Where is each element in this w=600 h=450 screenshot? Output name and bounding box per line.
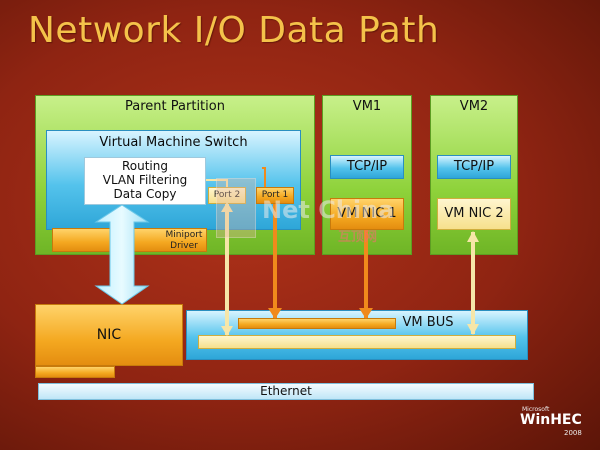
port2-hook	[206, 179, 228, 187]
vm1-tcpip: TCP/IP	[330, 155, 404, 179]
vm-bus-label: VM BUS	[402, 315, 454, 330]
miniport-label-1: Miniport	[165, 230, 203, 240]
vm-bus-orange-channel	[238, 318, 396, 329]
vm2-tcpip-label: TCP/IP	[453, 159, 495, 174]
port1-hook	[262, 167, 266, 187]
slide-title: Network I/O Data Path	[28, 10, 440, 51]
routing-line-3: Data Copy	[113, 187, 177, 201]
port-1-label: Port 1	[261, 190, 289, 200]
ethernet-bar: Ethernet	[38, 383, 534, 400]
nic-box: NIC	[35, 304, 183, 366]
vm-switch-label: Virtual Machine Switch	[99, 135, 248, 150]
vm1-arrow-down	[359, 308, 373, 319]
nic-base	[35, 366, 115, 378]
vm1-nic: VM NIC 1	[330, 198, 404, 230]
vm1-nic-label: VM NIC 1	[337, 206, 397, 221]
watermark-text: Net China	[262, 196, 395, 224]
virtual-machine-switch: Virtual Machine Switch	[46, 130, 301, 230]
vm2-nic: VM NIC 2	[437, 198, 511, 230]
routing-box: Routing VLAN Filtering Data Copy	[84, 157, 206, 205]
brand-year: 2008	[564, 429, 582, 437]
miniport-label-2: Driver	[170, 241, 198, 251]
port2-arrow-up	[221, 202, 233, 212]
vm2-tcpip: TCP/IP	[437, 155, 511, 179]
vm2-label: VM2	[459, 99, 489, 114]
switch-nic-double-arrow	[94, 204, 150, 305]
vm2-arrow-up	[467, 231, 479, 242]
brand-name: WinHEC	[520, 412, 582, 428]
watermark-cn: 互顶网	[338, 230, 378, 245]
vm2-arrow-down	[467, 324, 479, 335]
parent-partition-label: Parent Partition	[125, 99, 225, 114]
ethernet-label: Ethernet	[260, 384, 312, 398]
port1-arrow-down	[268, 308, 282, 319]
vm1-label: VM1	[352, 99, 382, 114]
port-1: Port 1	[256, 187, 294, 204]
vm1-tcpip-label: TCP/IP	[346, 159, 388, 174]
routing-line-2: VLAN Filtering	[102, 173, 188, 187]
vm-bus-cream-channel	[198, 335, 516, 349]
nic-label: NIC	[96, 327, 122, 343]
watermark-logo	[216, 178, 256, 238]
brand-company: Microsoft	[522, 406, 550, 413]
routing-line-1: Routing	[121, 159, 168, 173]
port-2-label: Port 2	[213, 190, 241, 200]
vm2-nic-label: VM NIC 2	[444, 206, 504, 221]
port2-arrow-down	[221, 326, 233, 336]
